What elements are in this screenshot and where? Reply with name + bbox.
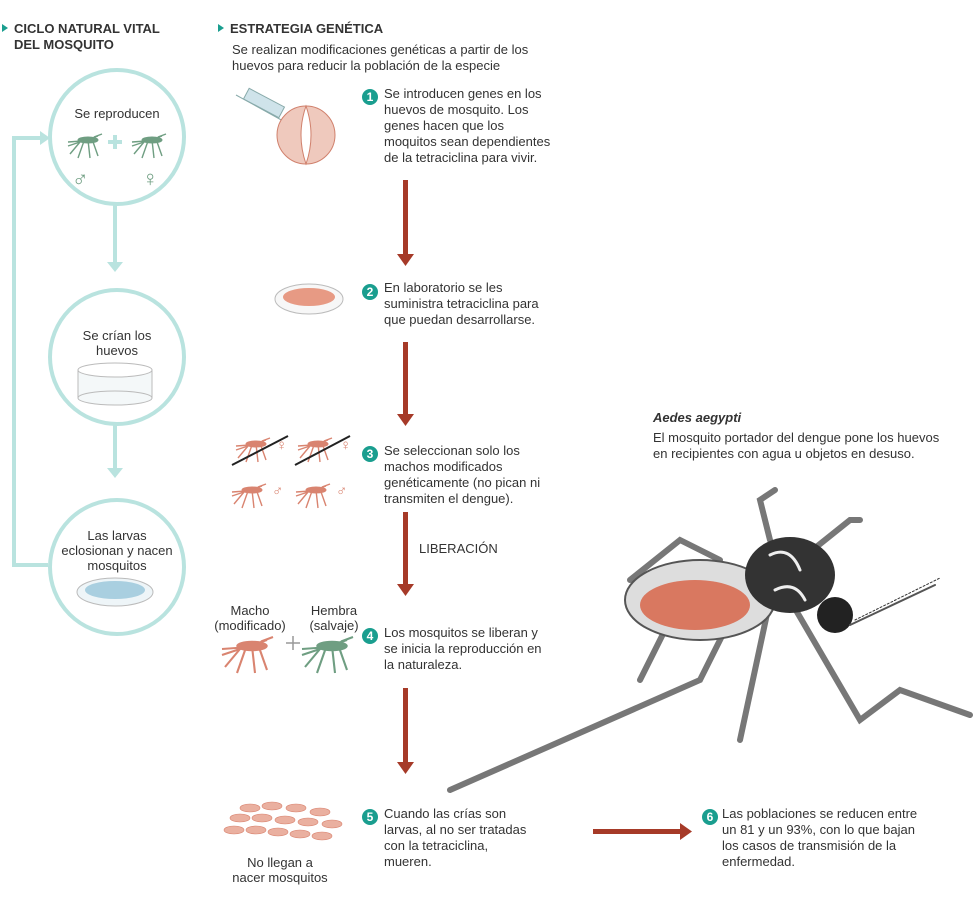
step-badge-2: 2: [362, 284, 378, 300]
bullet-triangle-icon: [218, 24, 224, 32]
release-label: LIBERACIÓN: [419, 541, 498, 556]
plus-icon: [286, 636, 300, 650]
step-badge-3: 3: [362, 446, 378, 462]
bullet-triangle-icon: [2, 24, 8, 32]
female-symbol-icon: ♀: [340, 437, 352, 454]
cycle-down-arrows: [107, 204, 123, 478]
step-badge-1: 1: [362, 89, 378, 105]
circle-label: Se reproducen: [74, 106, 160, 121]
species-description: El mosquito portador del dengue pone los…: [653, 430, 940, 461]
step-badge-5: 5: [362, 809, 378, 825]
male-symbol-icon: ♂: [272, 483, 284, 500]
male-symbol-icon: ♂: [336, 483, 348, 500]
flow-arrows: [397, 180, 692, 840]
aedes-aegypti-illustration: [447, 487, 973, 793]
step-badge-4: 4: [362, 628, 378, 644]
cycle-title-line1: CICLO NATURAL VITAL: [14, 21, 160, 36]
mosquito-male-icon: [295, 483, 331, 509]
male-label: Macho(modificado): [214, 603, 286, 633]
petri-dish-icon: [274, 283, 344, 315]
female-symbol-icon: ♀: [276, 437, 288, 454]
step-badge-6: 6: [702, 809, 718, 825]
strategy-title: ESTRATEGIA GENÉTICA: [218, 21, 383, 37]
dead-larvae-icon: [223, 801, 343, 841]
cross-out-line: [294, 435, 351, 466]
mosquito-female-wild-icon: [300, 635, 355, 675]
cross-out-line: [231, 435, 289, 466]
mosquito-female-crossed-icon: [297, 437, 333, 463]
species-name: Aedes aegypti: [653, 410, 742, 425]
mosquito-male-icon: [231, 483, 267, 509]
male-symbol-icon: ♂: [72, 166, 89, 191]
cycle-step-reproduce: Se reproducen ♂ ♀: [48, 68, 186, 206]
mosquito-male-modified-icon: [220, 635, 275, 675]
female-symbol-icon: ♀: [142, 166, 159, 191]
cycle-loop-arrow: [12, 136, 48, 567]
strategy-intro: Se realizan modificaciones genéticas a p…: [232, 42, 529, 73]
female-label: Hembra(salvaje): [309, 603, 359, 633]
egg-cell-icon: [276, 104, 336, 166]
mosquito-female-crossed-icon: [235, 437, 271, 463]
cycle-title-line2: DEL MOSQUITO: [14, 37, 114, 52]
